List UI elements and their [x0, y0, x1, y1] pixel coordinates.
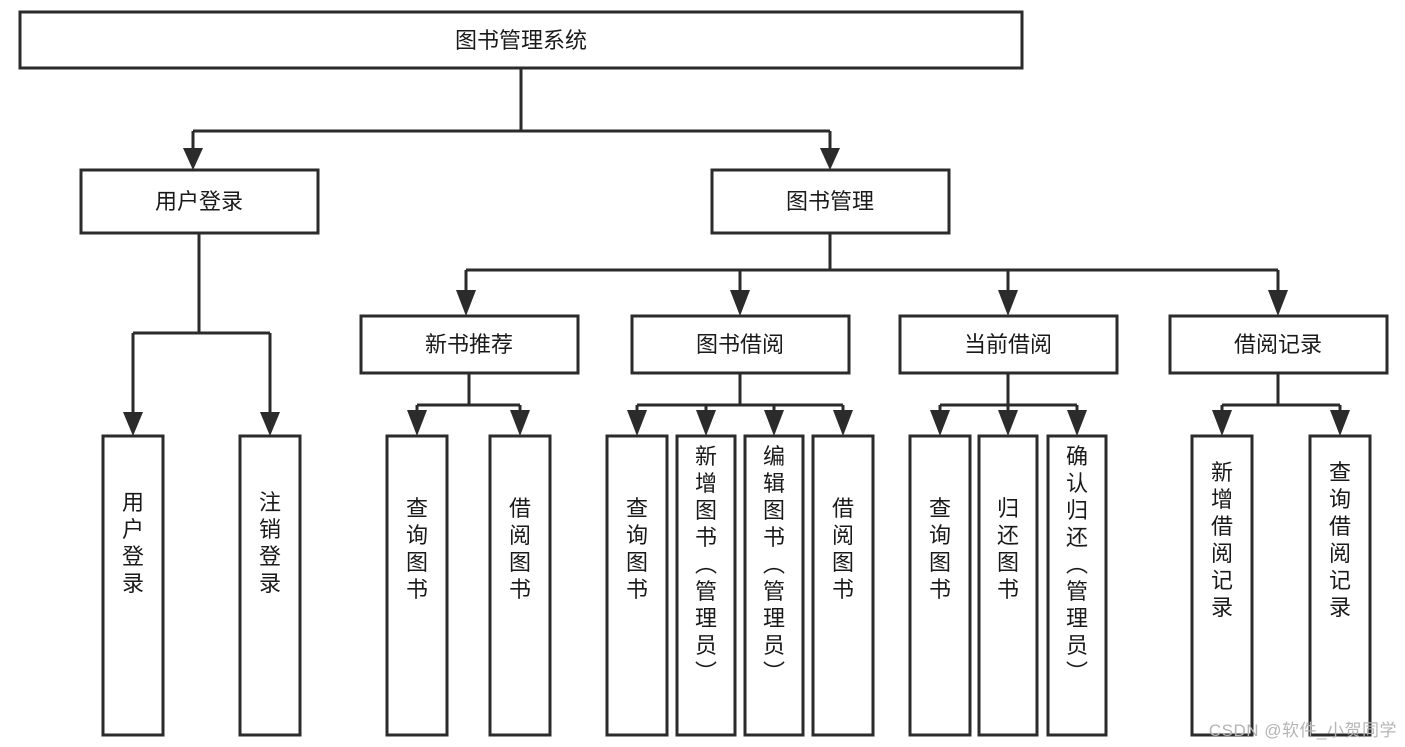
arrow-leaf-user-logout [260, 412, 280, 436]
node-leaf-query-book-3-box[interactable] [908, 434, 972, 737]
node-leaf-return-book[interactable]: 归还图书 [977, 434, 1039, 737]
node-root-label: 图书管理系统 [455, 28, 587, 53]
arrow-leaf-edit-book [764, 410, 784, 436]
node-leaf-borrow-book-2-box[interactable] [811, 434, 875, 737]
node-leaf-query-book-2-box[interactable] [605, 434, 669, 737]
arrow-leaf-query-book-2 [627, 410, 647, 436]
node-leaf-edit-book-box[interactable] [743, 434, 805, 737]
node-leaf-user-logout-box[interactable] [238, 434, 302, 737]
node-leaf-query-book-3[interactable]: 查询图书 [908, 434, 972, 737]
node-leaf-query-book-1-box[interactable] [385, 434, 449, 737]
arrow-leaf-add-book [696, 410, 716, 436]
arrow-leaf-borrow-book-1 [510, 410, 530, 436]
arrow-leaf-query-record [1330, 410, 1350, 436]
arrow-to-book-manage [820, 148, 840, 170]
node-leaf-user-login-label: 用户登录 [122, 490, 144, 596]
arrow-leaf-query-book-3 [930, 410, 950, 436]
arrow-leaf-confirm-return [1067, 410, 1087, 436]
node-book-manage-box[interactable] [710, 168, 951, 235]
node-leaf-confirm-return-label: 确认归还︵管理员︶ [1066, 444, 1088, 685]
connector-group [123, 68, 1350, 436]
node-leaf-query-book-2[interactable]: 查询图书 [605, 434, 669, 737]
node-leaf-borrow-book-2-label: 借阅图书 [832, 496, 854, 602]
node-leaf-confirm-return[interactable]: 确认归还︵管理员︶ [1046, 434, 1108, 737]
node-new-book-recommend[interactable]: 新书推荐 [359, 314, 580, 375]
arrow-to-user-login [183, 148, 203, 170]
node-leaf-add-book-label: 新增图书︵管理员︶ [695, 444, 717, 685]
node-leaf-borrow-book-1[interactable]: 借阅图书 [488, 434, 552, 737]
node-leaf-user-logout[interactable]: 注销登录 [238, 434, 302, 737]
node-leaf-query-book-3-label: 查询图书 [929, 496, 951, 602]
node-leaf-query-record-box[interactable] [1308, 434, 1372, 737]
node-leaf-query-record-label: 查询借阅记录 [1329, 460, 1351, 620]
node-leaf-add-record-label: 新增借阅记录 [1211, 460, 1233, 620]
node-leaf-return-book-label: 归还图书 [997, 496, 1019, 602]
arrow-to-borrow-record [1268, 290, 1288, 316]
arrow-leaf-query-book-1 [407, 410, 427, 436]
node-book-manage[interactable]: 图书管理 [710, 168, 951, 235]
node-current-borrow-label: 当前借阅 [964, 332, 1052, 357]
node-leaf-add-record-box[interactable] [1190, 434, 1254, 737]
node-user-login-label: 用户登录 [155, 189, 243, 214]
node-root-box[interactable] [18, 10, 1024, 70]
node-current-borrow[interactable]: 当前借阅 [898, 314, 1119, 375]
arrow-leaf-add-record [1212, 410, 1232, 436]
node-root[interactable]: 图书管理系统 [18, 10, 1024, 70]
node-leaf-add-book[interactable]: 新增图书︵管理员︶ [675, 434, 737, 737]
node-leaf-confirm-return-box[interactable] [1046, 434, 1108, 737]
node-borrow-record[interactable]: 借阅记录 [1168, 314, 1389, 375]
node-leaf-user-logout-label: 注销登录 [259, 490, 281, 596]
arrow-to-book-borrow [730, 290, 750, 316]
csdn-watermark: CSDN @软件_小贺同学 [1208, 721, 1397, 740]
node-new-book-recommend-label: 新书推荐 [425, 332, 513, 357]
node-book-borrow[interactable]: 图书借阅 [630, 314, 851, 375]
node-new-book-recommend-box[interactable] [359, 314, 580, 375]
node-leaf-user-login[interactable]: 用户登录 [101, 434, 165, 737]
arrow-leaf-borrow-book-2 [833, 410, 853, 436]
arrow-to-current-borrow [998, 290, 1018, 316]
node-leaf-borrow-book-1-box[interactable] [488, 434, 552, 737]
node-borrow-record-box[interactable] [1168, 314, 1389, 375]
node-book-borrow-label: 图书借阅 [696, 332, 784, 357]
node-user-login-box[interactable] [79, 168, 320, 235]
node-book-borrow-box[interactable] [630, 314, 851, 375]
node-leaf-borrow-book-2[interactable]: 借阅图书 [811, 434, 875, 737]
node-leaf-edit-book[interactable]: 编辑图书︵管理员︶ [743, 434, 805, 737]
node-leaf-return-book-box[interactable] [977, 434, 1039, 737]
node-leaf-query-book-2-label: 查询图书 [626, 496, 648, 602]
node-leaf-user-login-box[interactable] [101, 434, 165, 737]
node-borrow-record-label: 借阅记录 [1234, 332, 1322, 357]
node-book-manage-label: 图书管理 [786, 189, 874, 214]
node-leaf-edit-book-label: 编辑图书︵管理员︶ [763, 444, 785, 685]
node-leaf-add-book-box[interactable] [675, 434, 737, 737]
arrow-leaf-user-login [123, 412, 143, 436]
node-current-borrow-box[interactable] [898, 314, 1119, 375]
node-leaf-borrow-book-1-label: 借阅图书 [509, 496, 531, 602]
arrow-leaf-return-book [998, 410, 1018, 436]
arrow-to-new-book-recommend [456, 290, 476, 316]
node-user-login[interactable]: 用户登录 [79, 168, 320, 235]
node-leaf-add-record[interactable]: 新增借阅记录 [1190, 434, 1254, 737]
node-leaf-query-book-1-label: 查询图书 [406, 496, 428, 602]
node-leaf-query-record[interactable]: 查询借阅记录 [1308, 434, 1372, 737]
node-leaf-query-book-1[interactable]: 查询图书 [385, 434, 449, 737]
